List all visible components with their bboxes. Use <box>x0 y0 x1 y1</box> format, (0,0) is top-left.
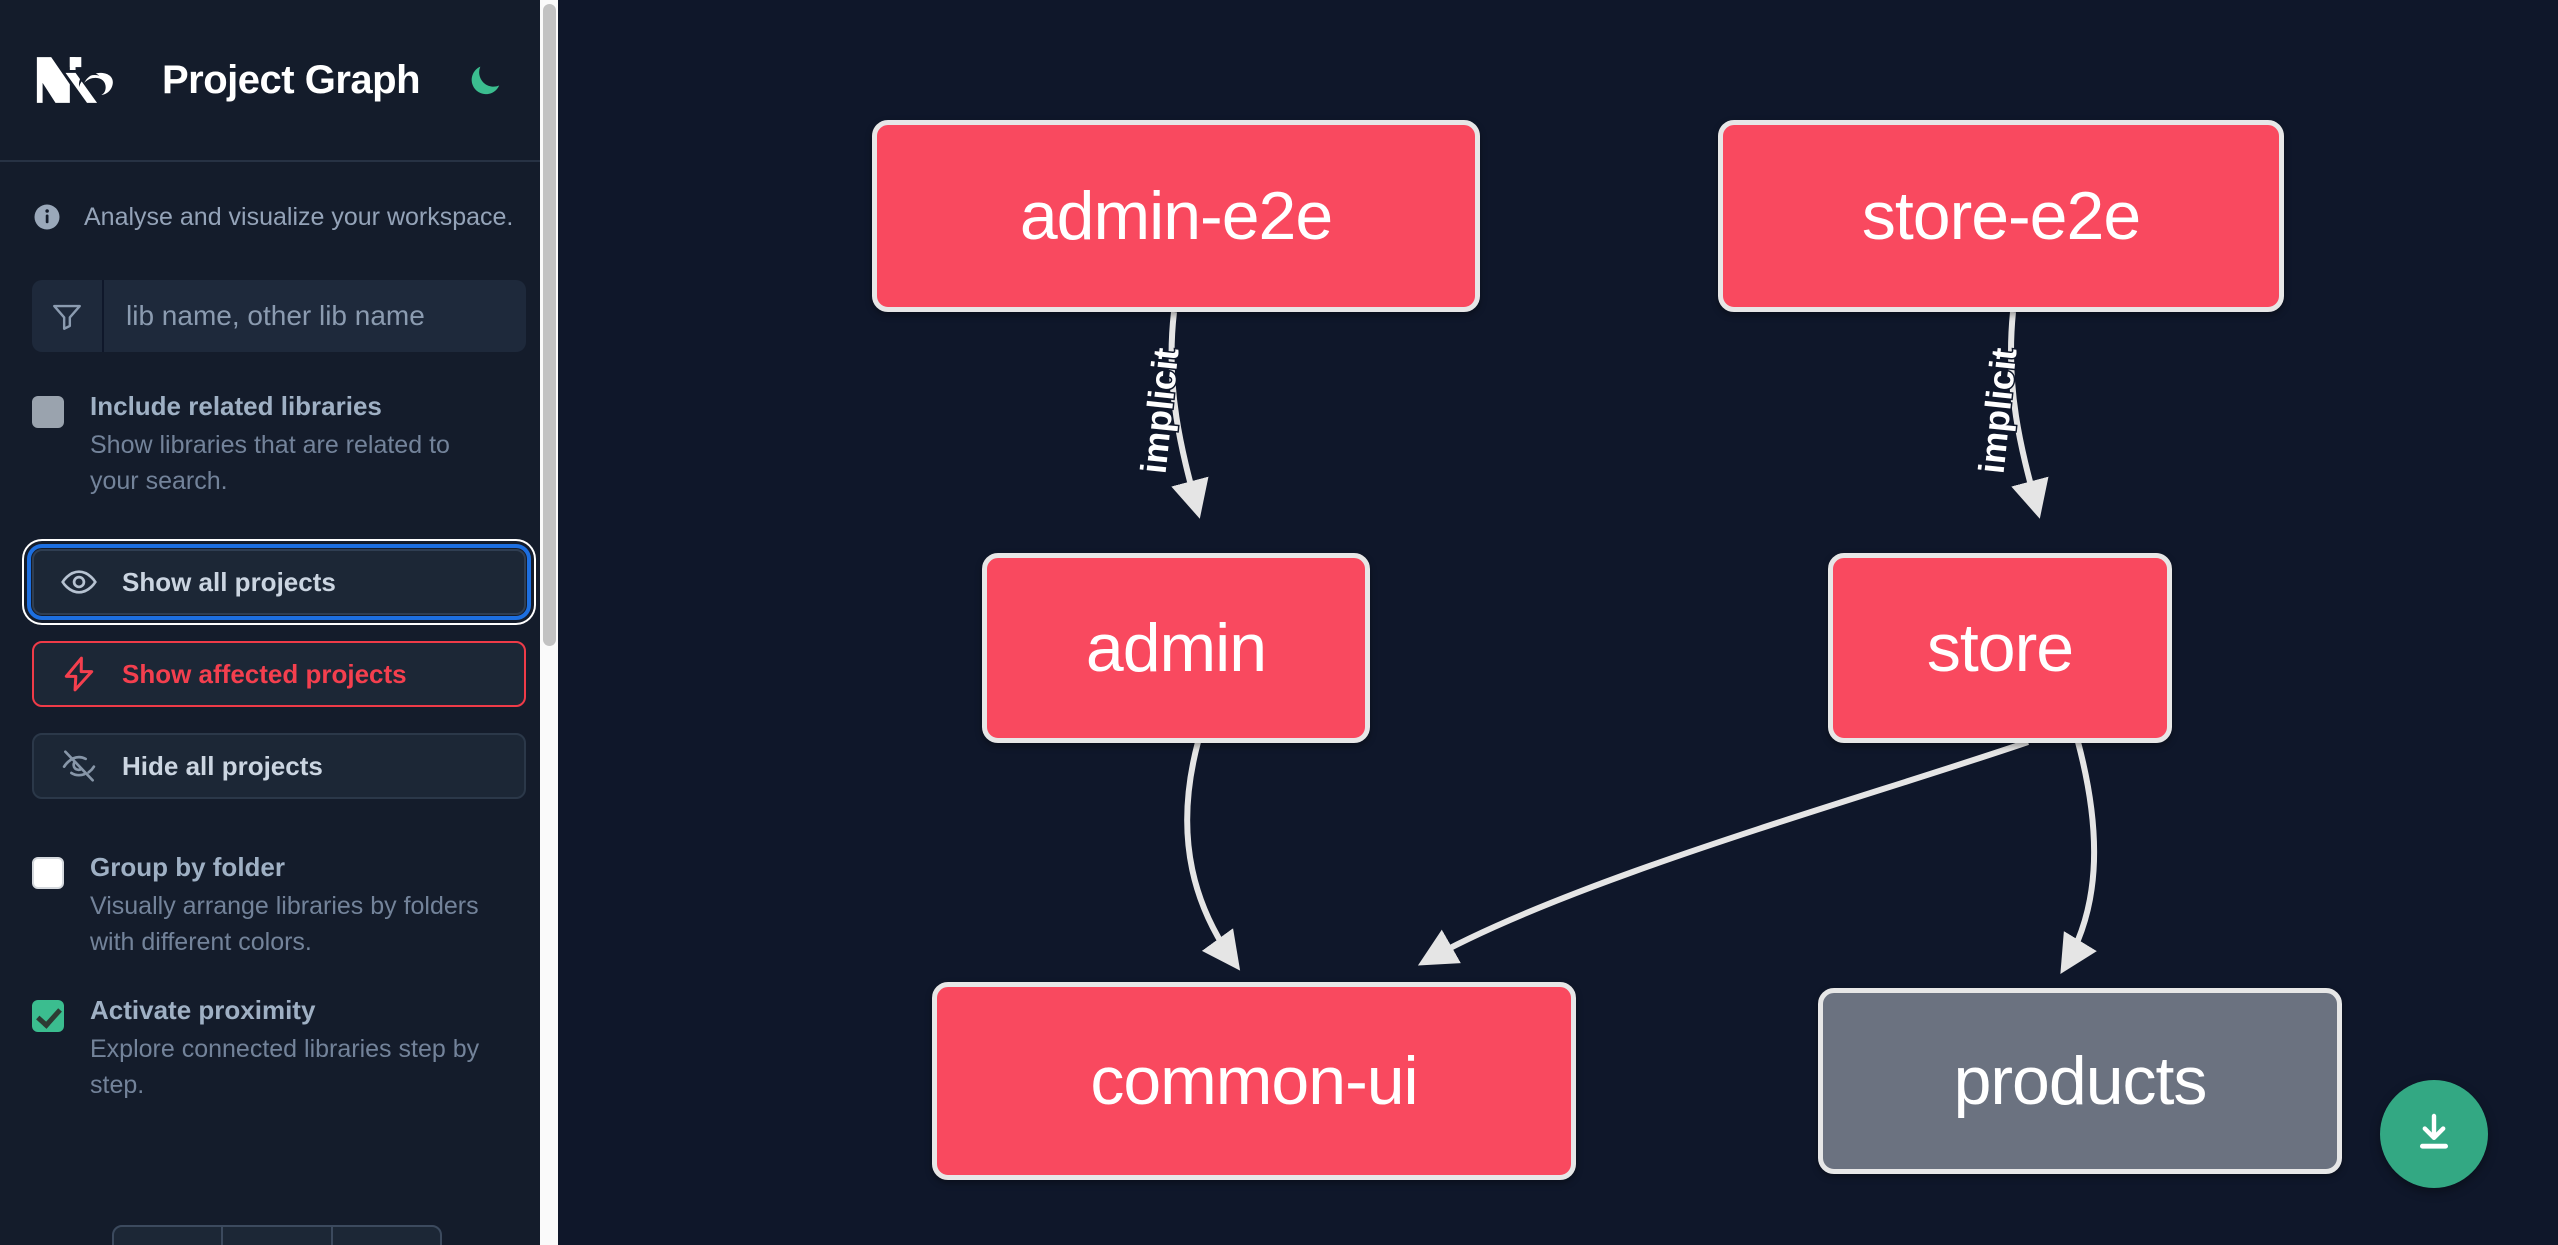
sidebar-body: Analyse and visualize your workspace. In… <box>0 162 558 1103</box>
graph-node-label: store-e2e <box>1861 178 2141 254</box>
search-box[interactable] <box>32 280 526 352</box>
proximity-step-control[interactable] <box>112 1225 442 1245</box>
checkbox-activate-proximity[interactable] <box>32 1000 64 1032</box>
option-label: Include related libraries <box>90 391 382 421</box>
analyse-text: Analyse and visualize your workspace. <box>84 202 514 231</box>
graph-node-label: products <box>1953 1043 2208 1119</box>
show-affected-projects-button[interactable]: Show affected projects <box>32 641 526 707</box>
nx-logo-icon <box>34 49 120 111</box>
graph-node-products[interactable]: products <box>1818 988 2342 1174</box>
graph-node-common-ui[interactable]: common-ui <box>932 982 1576 1180</box>
graph-edges: implicit implicit <box>1131 311 2098 974</box>
analyse-info-row: Analyse and visualize your workspace. <box>32 162 526 232</box>
option-description: Visually arrange libraries by folders wi… <box>90 891 479 956</box>
sidebar: Project Graph Analyse and visualize your… <box>0 0 558 1245</box>
graph-node-label: admin <box>1085 610 1267 686</box>
eye-icon <box>60 563 98 601</box>
hide-all-projects-label: Hide all projects <box>122 750 323 781</box>
graph-node-admin[interactable]: admin <box>982 553 1370 743</box>
graph-node-label: store <box>1926 610 2074 686</box>
checkbox-include-related-libraries[interactable] <box>32 396 64 428</box>
page-title: Project Graph <box>162 57 421 102</box>
graph-node-label: common-ui <box>1090 1043 1418 1119</box>
option-description: Show libraries that are related to your … <box>90 430 450 495</box>
download-button[interactable] <box>2380 1080 2488 1188</box>
proximity-step-value[interactable] <box>221 1227 330 1245</box>
graph-node-label: admin-e2e <box>1019 178 1333 254</box>
show-all-projects-label: Show all projects <box>122 566 336 597</box>
filter-icon <box>32 280 104 352</box>
option-description: Explore connected libraries step by step… <box>90 1034 480 1099</box>
sidebar-scrollbar[interactable] <box>540 0 558 1245</box>
lightning-icon <box>60 655 98 693</box>
sidebar-scrollbar-thumb[interactable] <box>543 4 556 646</box>
edge-label-implicit-store: implicit <box>1971 346 2025 476</box>
edge-admin-e2e-to-admin <box>1168 311 1209 519</box>
option-label: Group by folder <box>90 852 285 882</box>
edge-store-e2e-to-store <box>2007 311 2049 519</box>
option-label: Activate proximity <box>90 995 316 1025</box>
info-icon <box>32 202 62 232</box>
option-group-by-folder[interactable]: Group by folder Visually arrange librari… <box>32 851 526 960</box>
proximity-step-decrease[interactable] <box>114 1227 221 1245</box>
hide-all-projects-button[interactable]: Hide all projects <box>32 733 526 799</box>
search-input[interactable] <box>104 280 526 352</box>
edge-store-to-common-ui <box>1417 739 2029 966</box>
edge-store-to-products <box>2060 741 2098 974</box>
option-include-related-libraries[interactable]: Include related libraries Show libraries… <box>32 390 526 499</box>
projects-button-group: Show all projects Show affected projects <box>27 544 531 799</box>
edge-label-implicit-admin: implicit <box>1133 346 1187 476</box>
edge-admin-to-common-ui <box>1184 741 1241 971</box>
graph-node-store-e2e[interactable]: store-e2e <box>1718 120 2284 312</box>
moon-icon[interactable] <box>462 57 508 103</box>
option-activate-proximity[interactable]: Activate proximity Explore connected lib… <box>32 994 526 1103</box>
show-affected-projects-label: Show affected projects <box>122 658 407 689</box>
sidebar-header: Project Graph <box>0 0 558 162</box>
eye-off-icon <box>60 747 98 785</box>
proximity-step-increase[interactable] <box>330 1227 440 1245</box>
graph-node-admin-e2e[interactable]: admin-e2e <box>872 120 1480 312</box>
download-icon <box>2410 1109 2458 1160</box>
checkbox-group-by-folder[interactable] <box>32 857 64 889</box>
graph-node-store[interactable]: store <box>1828 553 2172 743</box>
show-all-projects-button[interactable]: Show all projects <box>27 544 531 620</box>
graph-canvas[interactable]: implicit implicit admin-e2e store-e2e ad… <box>558 0 2558 1245</box>
